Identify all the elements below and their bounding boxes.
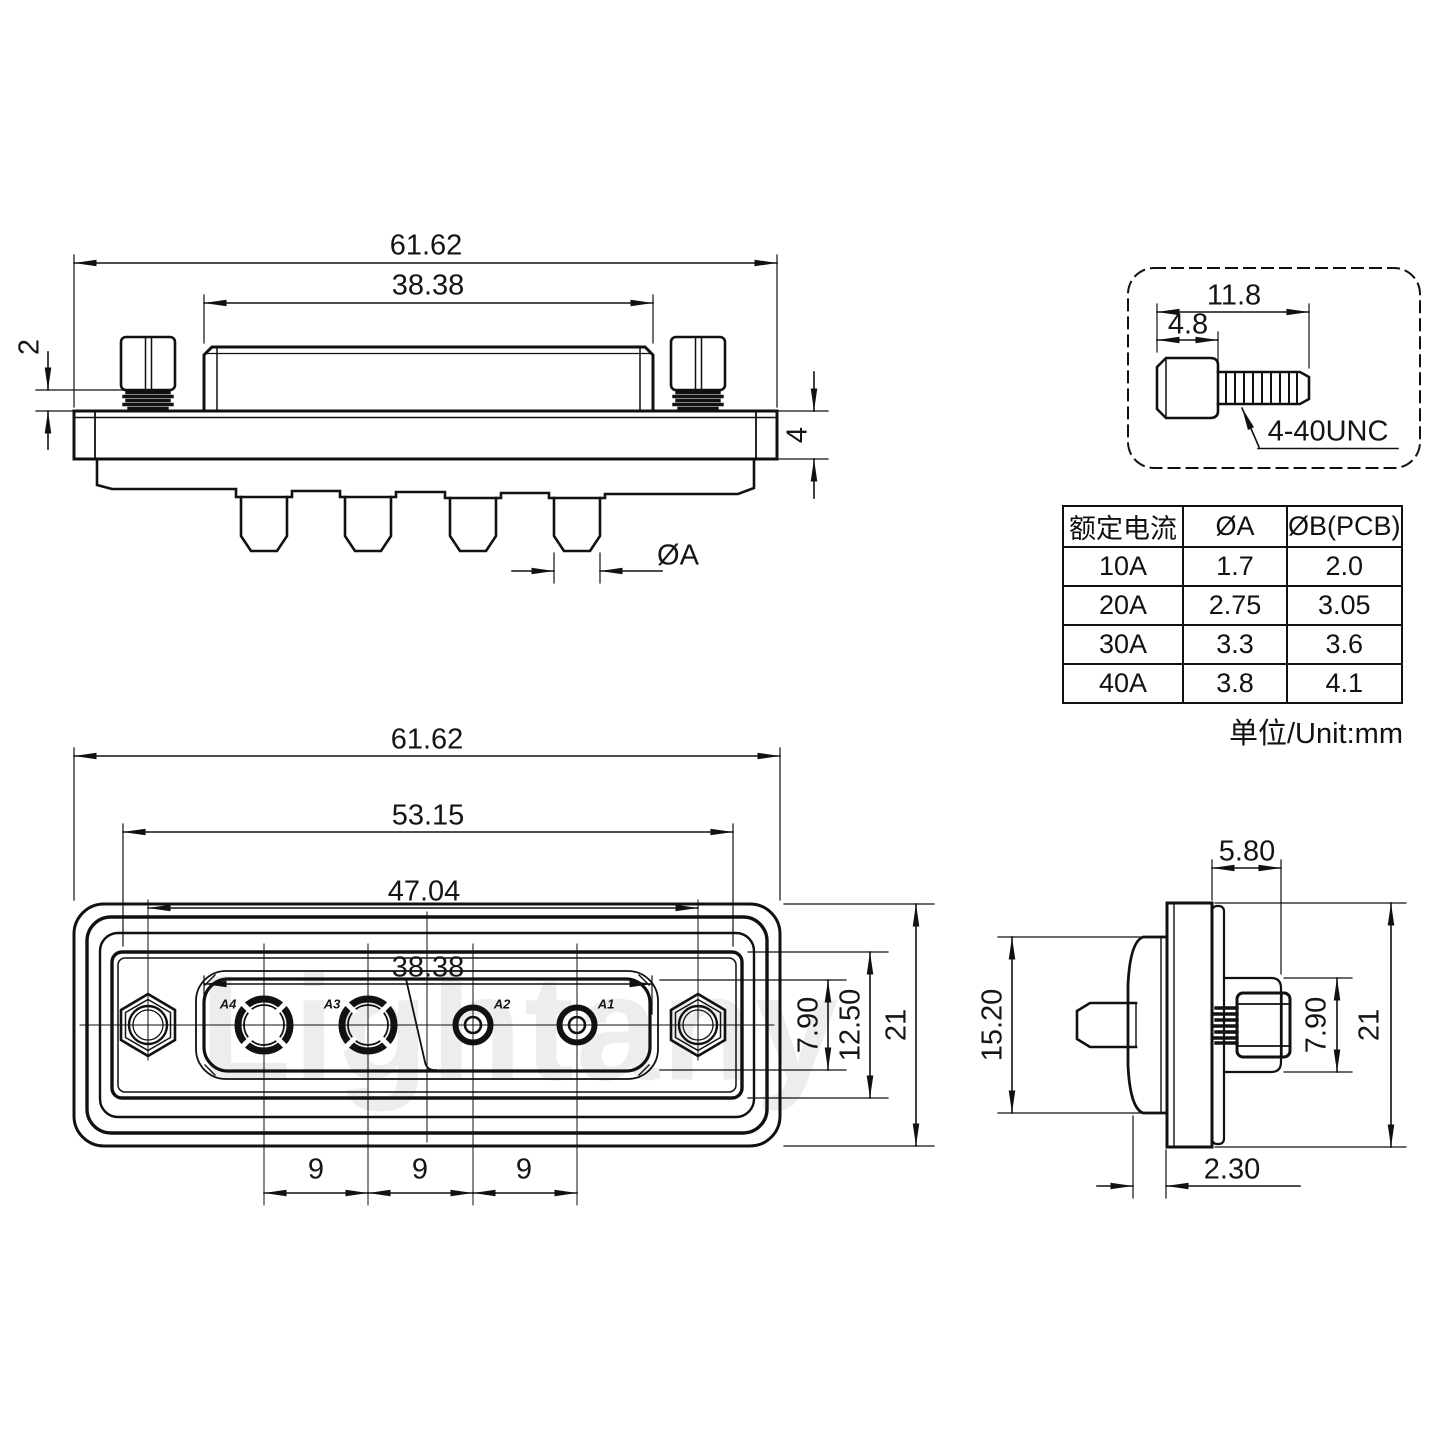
dim-top-shroud-width: 38.38 bbox=[391, 269, 465, 302]
jack-screw-right bbox=[669, 335, 727, 411]
cell-dia-b-40a: 4.1 bbox=[1286, 663, 1403, 704]
dim-front-insert-width: 38.38 bbox=[391, 951, 465, 984]
dim-pitch-1: 9 bbox=[307, 1153, 325, 1186]
cell-dia-b-30a: 3.6 bbox=[1286, 624, 1403, 665]
dim-front-outer-width: 53.15 bbox=[391, 799, 465, 832]
dim-top-flange-thickness: 4 bbox=[781, 426, 814, 444]
mount-nut-right bbox=[669, 992, 727, 1058]
contact-label-a4: A4 bbox=[219, 996, 237, 1012]
dim-side-overall-height: 21 bbox=[1353, 1008, 1386, 1042]
col-header-rated-current: 额定电流 bbox=[1062, 505, 1184, 548]
dim-top-pin-diameter: ØA bbox=[657, 539, 699, 572]
dim-screw-total-length: 11.8 bbox=[1206, 279, 1262, 312]
dim-top-overall-width: 61.62 bbox=[389, 229, 463, 262]
dim-screw-head-length: 4.8 bbox=[1167, 308, 1209, 341]
dim-front-mount-centers: 47.04 bbox=[387, 875, 461, 908]
table-row: 30A 3.3 3.6 bbox=[1062, 624, 1403, 665]
dim-front-overall-height: 21 bbox=[880, 1008, 913, 1042]
dim-side-screw-protrusion: 5.80 bbox=[1218, 835, 1276, 868]
contact-label-a2: A2 bbox=[493, 996, 511, 1012]
unit-note: 单位/Unit:mm bbox=[1228, 718, 1403, 750]
cell-dia-a-20a: 2.75 bbox=[1182, 585, 1288, 626]
table-row: 40A 3.8 4.1 bbox=[1062, 663, 1403, 704]
dim-side-standoff: 2.30 bbox=[1203, 1153, 1261, 1186]
dim-side-shell-height: 15.20 bbox=[976, 988, 1009, 1062]
mount-nut-left bbox=[119, 992, 177, 1058]
table-row: 20A 2.75 3.05 bbox=[1062, 585, 1403, 626]
contact-a4 bbox=[234, 995, 294, 1055]
top-side-view bbox=[35, 254, 829, 584]
current-rating-table: 额定电流 ØA ØB(PCB) 10A 1.7 2.0 20A 2.75 3.0… bbox=[1062, 505, 1403, 704]
cell-dia-b-20a: 3.05 bbox=[1286, 585, 1403, 626]
dim-side-nut-height: 7.90 bbox=[1300, 996, 1333, 1054]
dim-front-panel-height: 12.50 bbox=[834, 988, 867, 1062]
jack-screw-left bbox=[119, 335, 177, 411]
cell-current-40a: 40A bbox=[1062, 663, 1184, 704]
cell-current-10a: 10A bbox=[1062, 546, 1184, 587]
contact-a2 bbox=[452, 1004, 494, 1046]
dim-pitch-2: 9 bbox=[411, 1153, 429, 1186]
contact-label-a3: A3 bbox=[323, 996, 341, 1012]
col-header-dia-b-pcb: ØB(PCB) bbox=[1286, 505, 1403, 548]
contact-label-a1: A1 bbox=[597, 996, 615, 1012]
contact-a3 bbox=[338, 995, 398, 1055]
front-view bbox=[72, 747, 935, 1206]
cell-dia-b-10a: 2.0 bbox=[1286, 546, 1403, 587]
cell-current-30a: 30A bbox=[1062, 624, 1184, 665]
table-header-row: 额定电流 ØA ØB(PCB) bbox=[1062, 505, 1403, 548]
table-row: 10A 1.7 2.0 bbox=[1062, 546, 1403, 587]
dim-front-overall-width: 61.62 bbox=[390, 723, 464, 756]
dim-front-insert-height: 7.90 bbox=[792, 996, 825, 1054]
cell-dia-a-30a: 3.3 bbox=[1182, 624, 1288, 665]
screw-detail-view bbox=[1127, 267, 1421, 469]
col-header-dia-a: ØA bbox=[1182, 505, 1288, 548]
side-view bbox=[997, 859, 1407, 1199]
dim-top-screw-gap: 2 bbox=[13, 338, 46, 356]
cell-dia-a-40a: 3.8 bbox=[1182, 663, 1288, 704]
cell-dia-a-10a: 1.7 bbox=[1182, 546, 1288, 587]
dim-pitch-3: 9 bbox=[515, 1153, 533, 1186]
contact-a1 bbox=[556, 1004, 598, 1046]
cell-current-20a: 20A bbox=[1062, 585, 1184, 626]
thread-spec-label: 4-40UNC bbox=[1267, 415, 1389, 448]
